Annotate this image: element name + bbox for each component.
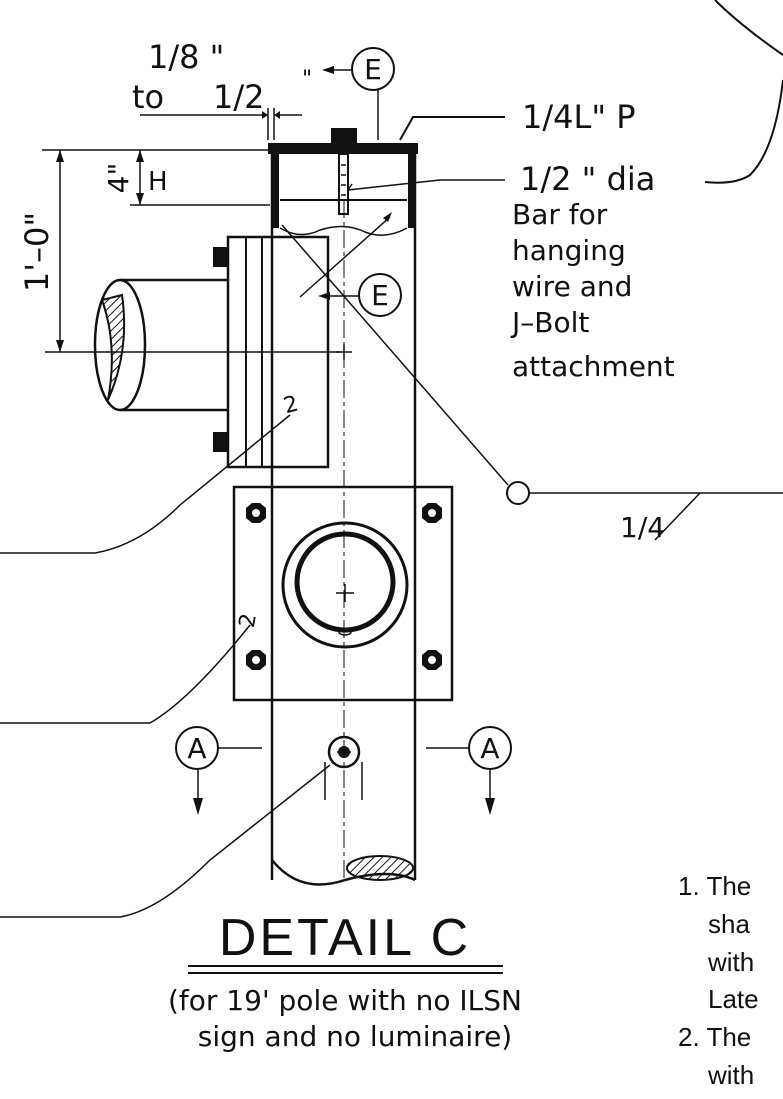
h-mark: H bbox=[148, 167, 168, 197]
leader-curve-top-right bbox=[714, 0, 783, 56]
plate-height-dim: 4" bbox=[102, 163, 135, 194]
plate-label: 1/4L" P bbox=[522, 98, 636, 136]
conduit-leader bbox=[0, 764, 331, 918]
bar-desc-line1: Bar for bbox=[512, 198, 608, 231]
base-plate-nut bbox=[246, 650, 266, 670]
tag-2-leader-upper bbox=[0, 414, 291, 554]
note-1-line3: with bbox=[707, 947, 754, 977]
detail-subtitle-1: (for 19' pole with no ILSN bbox=[168, 984, 522, 1017]
base-plate bbox=[232, 485, 454, 702]
overall-height-dim: 1'–0" bbox=[18, 212, 56, 292]
gap-dim-quote: " bbox=[302, 67, 312, 92]
weld-size-label: 1/4 bbox=[620, 511, 665, 544]
note-1-line2: sha bbox=[708, 909, 750, 939]
bar-dia-label: 1/2 " dia bbox=[520, 160, 655, 198]
gap-dim-line1: 1/8 " bbox=[148, 38, 224, 76]
note-2-line1: 2. The bbox=[678, 1022, 751, 1052]
arm-clamp-bracket bbox=[213, 235, 330, 469]
gap-dim-value: 1/2 bbox=[213, 78, 265, 116]
note-1-line4: Late bbox=[708, 984, 759, 1014]
section-a-letter-right: A bbox=[480, 732, 499, 765]
note-2-line2: with bbox=[707, 1060, 754, 1090]
base-plate-nut bbox=[246, 503, 266, 523]
tag-2-lower: 2 bbox=[235, 612, 262, 630]
section-a-callout-right bbox=[426, 726, 512, 815]
bar-desc-line4: J–Bolt bbox=[510, 306, 589, 339]
bar-desc-line2: hanging bbox=[512, 234, 626, 267]
base-plate-nut bbox=[422, 650, 442, 670]
bar-desc-line5: attachment bbox=[512, 350, 675, 383]
plate-leader bbox=[399, 116, 505, 141]
conduit-fitting bbox=[324, 735, 363, 800]
gap-dim-to: to bbox=[132, 78, 164, 116]
detail-subtitle-2: sign and no luminaire) bbox=[198, 1020, 512, 1053]
note-1-line1: 1. The bbox=[678, 871, 751, 901]
height-dimensions bbox=[42, 149, 340, 353]
section-e-callout-top bbox=[322, 47, 395, 140]
base-plate-nut bbox=[422, 503, 442, 523]
section-e-callout-mid bbox=[299, 212, 402, 317]
mast-arm-pipe bbox=[93, 278, 228, 412]
section-a-letter-left: A bbox=[187, 732, 206, 765]
section-e-letter-mid: E bbox=[371, 279, 389, 312]
weld-leader bbox=[281, 224, 509, 486]
cap-plate bbox=[268, 143, 418, 236]
base-plate-hole bbox=[281, 521, 409, 649]
tag-2-upper: 2 bbox=[281, 391, 301, 419]
fillet-weld-symbol bbox=[654, 492, 701, 541]
weld-all-around-symbol bbox=[506, 481, 530, 505]
center-mark-upper bbox=[336, 344, 352, 360]
j-bolt bbox=[331, 128, 357, 215]
detail-title: DETAIL C bbox=[219, 909, 471, 967]
section-a-callout-left bbox=[175, 726, 262, 815]
bar-desc-line3: wire and bbox=[512, 270, 632, 303]
bar-leader bbox=[347, 179, 505, 191]
gap-dimension bbox=[140, 108, 302, 140]
pole-shaft bbox=[270, 150, 417, 886]
pole-break-hatch bbox=[346, 855, 414, 881]
section-e-letter-top: E bbox=[364, 53, 382, 86]
leader-curve-right bbox=[704, 79, 783, 184]
tag-2-leader-lower bbox=[0, 624, 251, 724]
